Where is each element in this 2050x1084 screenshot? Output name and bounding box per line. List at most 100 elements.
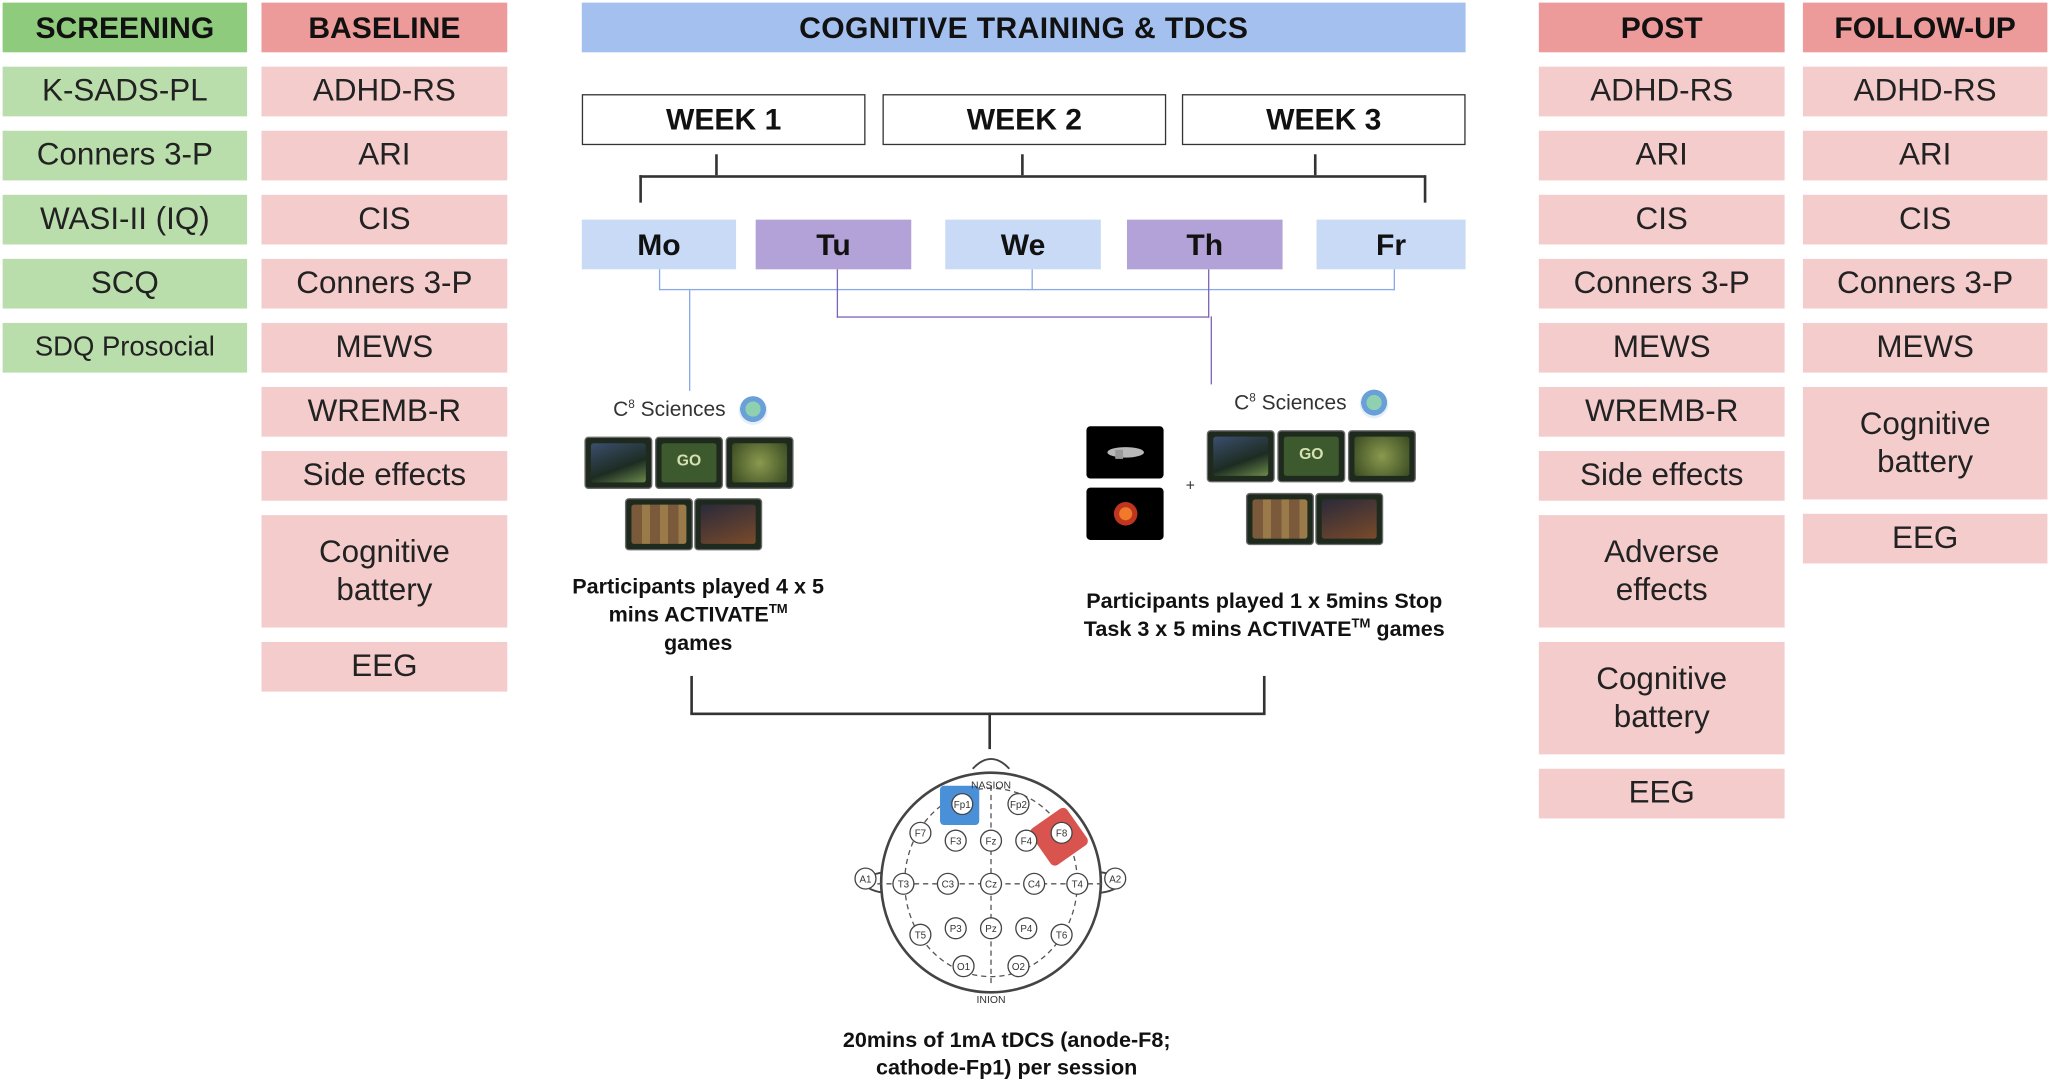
electrode-f4: F4 (1015, 829, 1038, 852)
connector-line (1313, 154, 1316, 176)
post-header: POST (1538, 2, 1785, 53)
connector-line (639, 175, 642, 203)
connector-line (639, 175, 1426, 178)
connector-line (1423, 175, 1426, 203)
connector-line (836, 316, 1210, 318)
c8-sciences-logo: C8 Sciences (613, 397, 726, 422)
connector-line (836, 269, 839, 318)
day-box-monday: Mo (581, 219, 737, 270)
training-header: COGNITIVE TRAINING & TDCS (581, 2, 1466, 53)
svg-text:O2: O2 (1012, 962, 1025, 973)
svg-text:P3: P3 (950, 924, 963, 935)
electrode-t3: T3 (892, 872, 915, 895)
electrode-a1: A1 (854, 867, 877, 890)
connector-line (1031, 269, 1034, 291)
baseline-item: Side effects (261, 451, 508, 501)
svg-text:A2: A2 (1109, 874, 1121, 885)
svg-text:P4: P4 (1020, 924, 1033, 935)
followup-item: Cognitive battery (1802, 386, 2048, 500)
game-thumbnail: GO (1277, 430, 1346, 483)
baseline-item: Cognitive battery (261, 515, 508, 628)
game-thumbnail (1347, 430, 1416, 483)
followup-item: Conners 3-P (1802, 258, 2048, 309)
svg-text:T3: T3 (898, 880, 910, 891)
screening-item: K-SADS-PL (2, 66, 248, 117)
electrode-t6: T6 (1050, 923, 1073, 946)
connector-line (688, 288, 691, 391)
week-box: WEEK 2 (882, 94, 1167, 146)
connector-line (1393, 269, 1396, 291)
post-item: MEWS (1538, 322, 1785, 373)
connector-line (690, 675, 693, 714)
svg-text:C3: C3 (942, 880, 955, 891)
game-thumbnail (694, 498, 763, 551)
screening-item: SDQ Prosocial (2, 322, 248, 373)
electrode-cz: Cz (979, 872, 1003, 895)
electrode-p4: P4 (1015, 917, 1038, 940)
baseline-item: ADHD-RS (261, 66, 508, 117)
baseline-item: CIS (261, 194, 508, 245)
electrode-o1: O1 (952, 955, 975, 978)
electrode-c3: C3 (936, 872, 959, 895)
electrode-c4: C4 (1023, 872, 1046, 895)
electrode-t4: T4 (1066, 872, 1089, 895)
post-item: Adverse effects (1538, 515, 1785, 628)
svg-text:F7: F7 (915, 829, 926, 840)
svg-text:Fz: Fz (986, 837, 997, 848)
day-box-friday: Fr (1316, 219, 1466, 270)
baseline-item: EEG (261, 641, 508, 692)
nasion-label: NASION (971, 780, 1011, 791)
c8-sciences-logo: C8 Sciences (1234, 390, 1347, 415)
connector-line (1208, 269, 1210, 318)
followup-item: ADHD-RS (1802, 66, 2048, 117)
svg-text:A1: A1 (860, 874, 872, 885)
svg-text:T6: T6 (1056, 931, 1068, 942)
week-box: WEEK 3 (1181, 94, 1466, 146)
svg-text:Fp1: Fp1 (954, 800, 971, 811)
stop-task-thumbnail (1086, 487, 1164, 540)
electrode-f3: F3 (944, 829, 967, 852)
electrode-p3: P3 (944, 917, 967, 940)
day-box-thursday: Th (1126, 219, 1283, 270)
baseline-item: WREMB-R (261, 386, 508, 437)
electrode-fp1: Fp1 (951, 792, 974, 816)
electrode-pz: Pz (979, 917, 1003, 940)
svg-text:F3: F3 (950, 837, 962, 848)
post-item: Side effects (1538, 451, 1785, 501)
electrode-t5: T5 (909, 923, 932, 946)
week-box: WEEK 1 (581, 94, 866, 146)
svg-text:C4: C4 (1028, 880, 1041, 891)
connector-line (1021, 154, 1024, 176)
right-session-caption: Participants played 1 x 5mins Stop Task … (1083, 589, 1445, 642)
connector-line (1262, 675, 1265, 714)
svg-text:T4: T4 (1072, 880, 1084, 891)
plus-sign: + (1185, 475, 1195, 495)
left-session-caption: Participants played 4 x 5 mins ACTIVATET… (572, 575, 825, 656)
svg-text:Pz: Pz (985, 924, 997, 935)
activate-leaf-icon (1359, 389, 1389, 419)
followup-item: CIS (1802, 194, 2048, 245)
post-item: ARI (1538, 130, 1785, 181)
svg-text:F4: F4 (1021, 837, 1033, 848)
post-item: Cognitive battery (1538, 641, 1785, 755)
electrode-f8: F8 (1050, 821, 1073, 844)
svg-text:F8: F8 (1056, 829, 1068, 840)
svg-text:Fp2: Fp2 (1010, 800, 1027, 811)
followup-item: ARI (1802, 130, 2048, 181)
screening-item: SCQ (2, 258, 248, 309)
game-thumbnail (1315, 492, 1384, 546)
baseline-header: BASELINE (261, 2, 508, 53)
electrode-o2: O2 (1007, 955, 1030, 978)
followup-item: MEWS (1802, 322, 2048, 373)
post-item: EEG (1538, 768, 1785, 819)
connector-line (690, 712, 1266, 715)
day-box-wednesday: We (945, 219, 1101, 270)
activate-leaf-icon (738, 396, 768, 425)
electrode-f7: F7 (909, 821, 932, 844)
baseline-item: MEWS (261, 322, 508, 373)
game-thumbnail: GO (655, 436, 723, 489)
tdcs-caption: 20mins of 1mA tDCS (anode-F8; cathode-Fp… (842, 1028, 1171, 1081)
svg-text:Cz: Cz (985, 880, 997, 891)
